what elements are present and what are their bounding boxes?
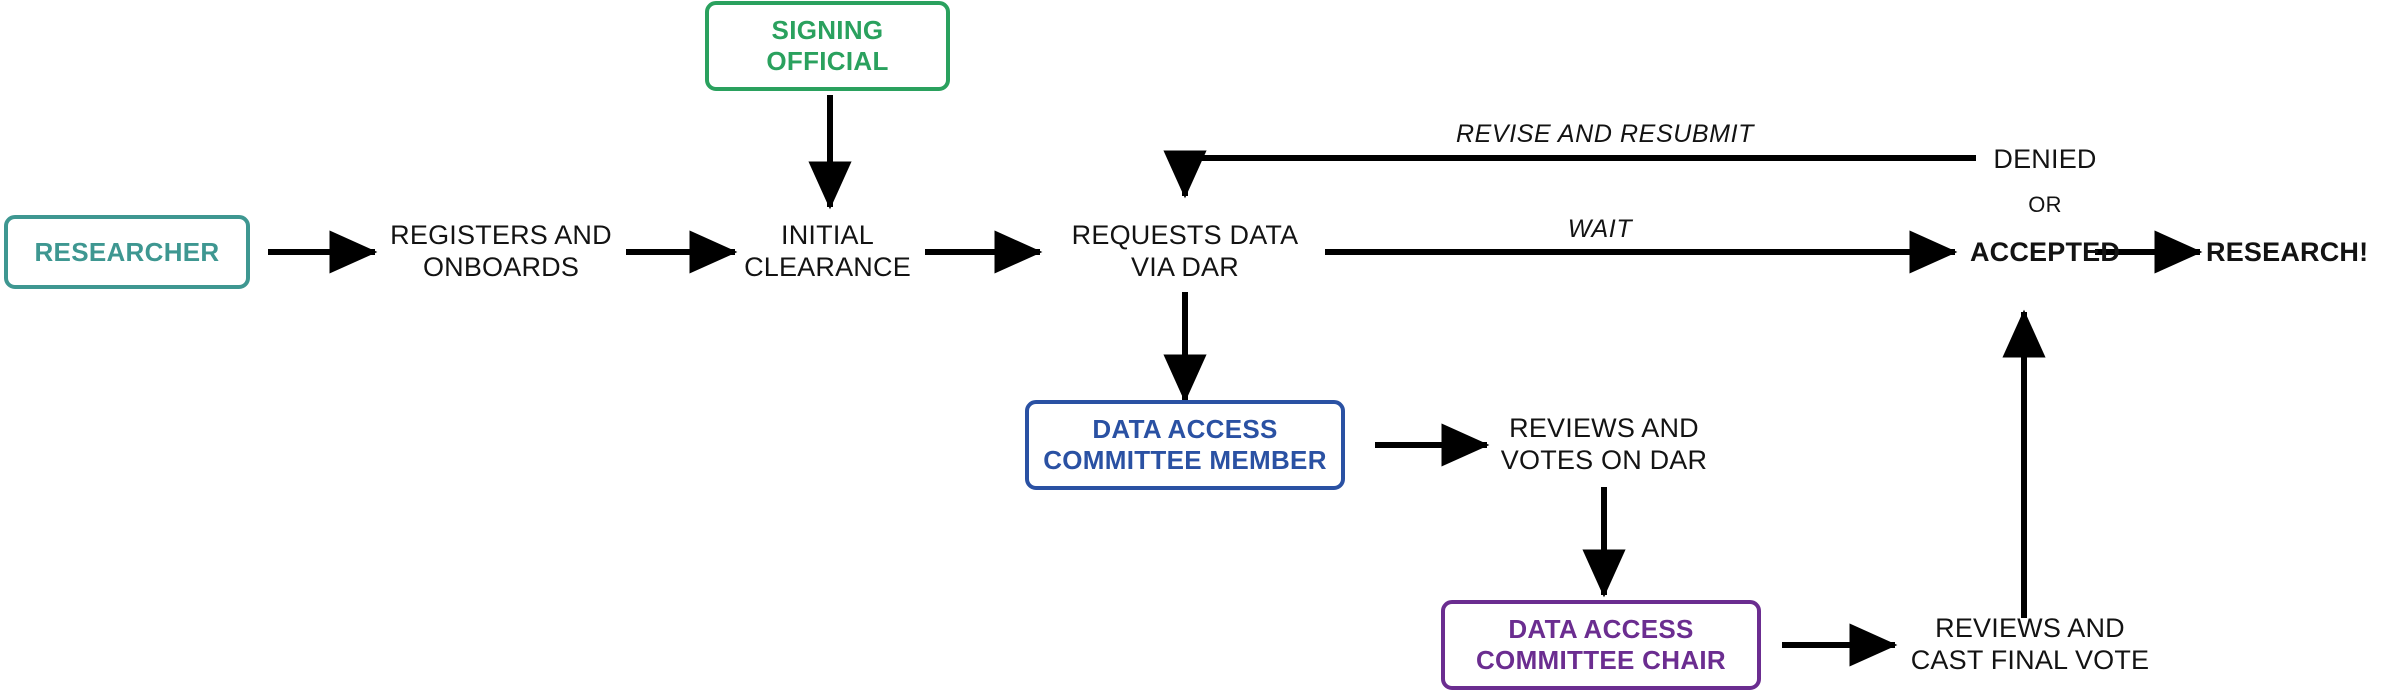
actor-researcher-label: RESEARCHER <box>34 236 220 267</box>
step-registers-and-onboards-line1: REGISTERS AND <box>390 220 612 251</box>
actor-dac-member-line2: COMMITTEE MEMBER <box>1043 445 1327 475</box>
step-reviews-and-votes-on-dar-line1: REVIEWS AND <box>1509 413 1699 444</box>
actor-researcher[interactable]: RESEARCHER <box>4 215 250 289</box>
actor-data-access-committee-chair[interactable]: DATA ACCESS COMMITTEE CHAIR <box>1441 600 1761 690</box>
outcome-accepted-label: ACCEPTED <box>1969 237 2121 268</box>
edge-label-revise-and-resubmit-text: REVISE AND RESUBMIT <box>1455 120 1755 148</box>
edge-label-wait-text: WAIT <box>1567 215 1633 243</box>
outcome-denied: DENIED <box>1960 143 2130 177</box>
step-requests-data-via-dar: REQUESTS DATA VIA DAR <box>1065 219 1305 285</box>
step-requests-data-via-dar-line2: VIA DAR <box>1131 252 1239 282</box>
step-registers-and-onboards: REGISTERS AND ONBOARDS <box>386 219 616 285</box>
step-initial-clearance-line2: CLEARANCE <box>744 252 911 282</box>
outcome-research-label: RESEARCH! <box>2206 237 2369 268</box>
outcome-or: OR <box>1960 190 2130 220</box>
step-reviews-and-cast-final-vote: REVIEWS AND CAST FINAL VOTE <box>1900 612 2160 678</box>
actor-signing-official-line1: SIGNING <box>771 15 884 46</box>
step-reviews-and-cast-final-vote-line2: CAST FINAL VOTE <box>1910 645 2150 675</box>
step-registers-and-onboards-line2: ONBOARDS <box>422 252 580 282</box>
actor-dac-member-line1: DATA ACCESS <box>1092 414 1278 445</box>
actor-data-access-committee-member[interactable]: DATA ACCESS COMMITTEE MEMBER <box>1025 400 1345 490</box>
step-initial-clearance: INITIAL CLEARANCE <box>735 219 920 285</box>
outcome-accepted: ACCEPTED <box>1960 235 2130 271</box>
step-initial-clearance-line1: INITIAL <box>781 220 874 251</box>
actor-dac-chair-line1: DATA ACCESS <box>1508 614 1694 645</box>
step-reviews-and-votes-on-dar: REVIEWS AND VOTES ON DAR <box>1489 412 1719 478</box>
step-requests-data-via-dar-line1: REQUESTS DATA <box>1071 220 1299 251</box>
edge-revise-and-resubmit <box>1163 150 1976 199</box>
outcome-denied-label: DENIED <box>1993 144 2097 175</box>
edge-label-wait: WAIT <box>1510 215 1690 244</box>
actor-signing-official[interactable]: SIGNING OFFICIAL <box>705 1 950 91</box>
step-reviews-and-votes-on-dar-line2: VOTES ON DAR <box>1500 445 1708 475</box>
actor-signing-official-line2: OFFICIAL <box>766 46 889 76</box>
edge-label-revise-and-resubmit: REVISE AND RESUBMIT <box>1455 120 1755 149</box>
actor-dac-chair-line2: COMMITTEE CHAIR <box>1475 645 1727 675</box>
outcome-research: RESEARCH! <box>2206 235 2383 271</box>
outcome-or-label: OR <box>2028 192 2062 218</box>
step-reviews-and-cast-final-vote-line1: REVIEWS AND <box>1935 613 2125 644</box>
